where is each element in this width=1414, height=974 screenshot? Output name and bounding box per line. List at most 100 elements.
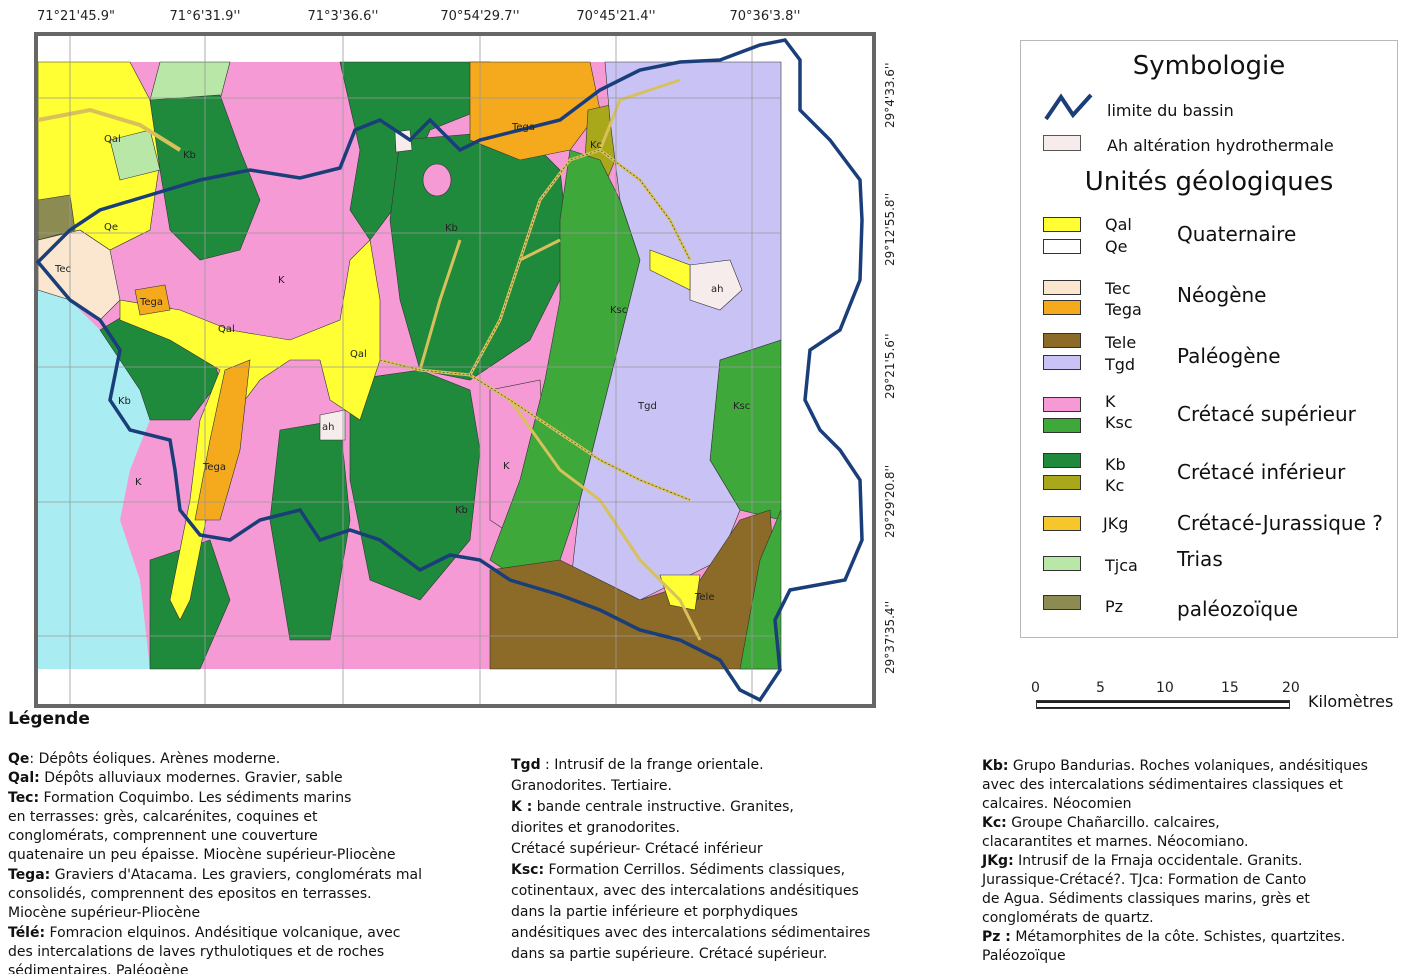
legend-line: Crétacé supérieur- Crétacé inférieur: [511, 841, 763, 857]
swatch-tgd: [1043, 355, 1081, 370]
legend-column-1: Qe: Dépôts éoliques. Arènes moderne. Qal…: [8, 750, 478, 974]
basin-boundary: [35, 38, 864, 703]
period-cretace-jurassique: Crétacé-Jurassique ?: [1177, 511, 1383, 535]
coord-right-2: 29°12'55.8'': [883, 192, 897, 266]
period-cretace-superieur: Crétacé supérieur: [1177, 402, 1356, 426]
geological-map: Qal Kb Qe Tec Tega K Qal Qal Kb ah K Teg…: [34, 32, 876, 708]
unit-ah-west: [319, 409, 346, 441]
scale-tick-20: 20: [1282, 680, 1300, 696]
map-label: K: [278, 275, 285, 286]
unit-tega-west: [134, 284, 171, 316]
legend-line: andésitiques avec des intercalations séd…: [511, 925, 871, 941]
code-jkg: JKg: [1103, 514, 1129, 533]
map-label: Tele: [694, 592, 715, 603]
swatch-qe: [1043, 239, 1081, 254]
scale-tick-10: 10: [1156, 680, 1174, 696]
legend-line: Miocène supérieur-Pliocène: [8, 905, 201, 922]
unit-k-island: [422, 163, 452, 197]
swatch-jkg: [1043, 516, 1081, 531]
legend-column-2: Tgd : Intrusif de la frange orientale. G…: [511, 755, 931, 965]
swatch-k: [1043, 397, 1081, 412]
coord-top-3: 71°3'36.6'': [307, 9, 379, 24]
legend-line: Tega: Graviers d'Atacama. Les graviers, …: [8, 866, 422, 883]
legend-line: dans la partie inférieure et porphydique…: [511, 904, 798, 920]
map-frame: [34, 32, 876, 708]
scale-bar: [1036, 700, 1290, 709]
coord-top-6: 70°36'3.8'': [729, 9, 801, 24]
legend-line: Kc: Groupe Chañarcillo. calcaires,: [982, 815, 1220, 831]
legend-line: dans sa partie supérieure. Crétacé supér…: [511, 946, 828, 962]
symbology-legend: Symbologie limite du bassin Ah altératio…: [1020, 40, 1398, 638]
legend-line: Ksc: Formation Cerrillos. Sédiments clas…: [511, 862, 846, 878]
swatch-tjca: [1043, 556, 1081, 571]
map-label: Kb: [183, 150, 196, 161]
map-label: ah: [711, 284, 723, 295]
map-label: Kc: [590, 140, 602, 151]
coord-top-2: 71°6'31.9'': [169, 9, 241, 24]
legend-line: Tgd : Intrusif de la frange orientale.: [511, 757, 764, 773]
coord-right-4: 29°29'20.8'': [883, 464, 897, 538]
map-label: Qe: [104, 222, 118, 233]
legend-line: Granodorites. Tertiaire.: [511, 778, 672, 794]
code-qal: Qal: [1105, 215, 1132, 234]
symbology-title: Symbologie: [1132, 51, 1286, 81]
unit-tega-southwest: [194, 359, 251, 521]
legend-line: JKg: Intrusif de la Frnaja occidentale. …: [982, 853, 1303, 869]
legend-line: diorites et granodorites.: [511, 820, 680, 836]
legend-line: sédimentaires. Paléogène: [8, 963, 189, 974]
code-tjca: Tjca: [1105, 556, 1138, 575]
swatch-qal: [1043, 217, 1081, 232]
map-label: Tgd: [637, 401, 657, 412]
legend-line: conglomérats, comprennent une couverture: [8, 828, 318, 845]
legend-line: K : bande centrale instructive. Granites…: [511, 799, 794, 815]
legend-line: Télé: Fomracion elquinos. Andésitique vo…: [8, 924, 401, 941]
legend-line: cotinentaux, avec des intercalations and…: [511, 883, 859, 899]
code-tec: Tec: [1105, 279, 1131, 298]
code-ksc: Ksc: [1105, 413, 1133, 432]
units-title: Unités géologiques: [1084, 167, 1334, 197]
unit-qal-drainage: [119, 239, 381, 621]
period-cretace-inferieur: Crétacé inférieur: [1177, 460, 1346, 484]
legend-line: Qe: Dépôts éoliques. Arènes moderne.: [8, 751, 281, 767]
period-neogene: Néogène: [1177, 283, 1267, 307]
map-label: K: [503, 461, 510, 472]
map-label: Tega: [139, 297, 163, 308]
legend-line: Kb: Grupo Bandurias. Roches volaniques, …: [982, 758, 1368, 774]
map-label: Kb: [118, 396, 131, 407]
period-quaternaire: Quaternaire: [1177, 222, 1297, 246]
unit-ah-east: [689, 259, 743, 311]
ah-label: Ah altération hydrothermale: [1107, 136, 1334, 155]
map-label: Kb: [455, 505, 468, 516]
legend-line: de Agua. Sédiments classiques marins, gr…: [982, 891, 1310, 907]
legend-line: clacarantites et marnes. Néocomiano.: [982, 834, 1249, 850]
map-label: Qal: [104, 134, 121, 145]
scale-unit: Kilomètres: [1308, 692, 1394, 711]
scale-tick-5: 5: [1096, 680, 1105, 696]
legend-line: Qal: Dépôts alluviaux modernes. Gravier,…: [8, 770, 343, 787]
drainage-outline: [379, 149, 691, 501]
swatch-tec: [1043, 280, 1081, 295]
swatch-ksc: [1043, 418, 1081, 433]
map-label: Kb: [445, 223, 458, 234]
ah-swatch: [1043, 135, 1081, 151]
legend-title: Légende: [8, 709, 90, 729]
legend-line: avec des intercalations sédimentaires cl…: [982, 777, 1343, 793]
drainage-network: [379, 78, 702, 641]
code-kb: Kb: [1105, 455, 1126, 474]
coord-right-1: 29°4'33.6'': [883, 62, 897, 128]
legend-line: en terrasses: grès, calcarénites, coquin…: [8, 808, 318, 825]
code-qe: Qe: [1105, 237, 1128, 256]
coord-top-1: 71°21'45.9": [36, 9, 116, 24]
swatch-kc: [1043, 475, 1081, 490]
legend-line: quatenaire un peu épaisse. Miocène supér…: [8, 847, 396, 864]
unit-ksc-southeast: [739, 509, 782, 670]
map-label: Tec: [54, 264, 71, 275]
map-label: Tega: [511, 122, 535, 133]
period-trias: Trias: [1177, 547, 1223, 571]
unit-qal-south: [659, 574, 701, 611]
scale-tick-15: 15: [1221, 680, 1239, 696]
legend-line: Paléozoïque: [982, 948, 1066, 964]
swatch-kb: [1043, 453, 1081, 468]
coord-right-5: 29°37'35.4'': [883, 600, 897, 674]
scale-tick-0: 0: [1031, 680, 1040, 696]
